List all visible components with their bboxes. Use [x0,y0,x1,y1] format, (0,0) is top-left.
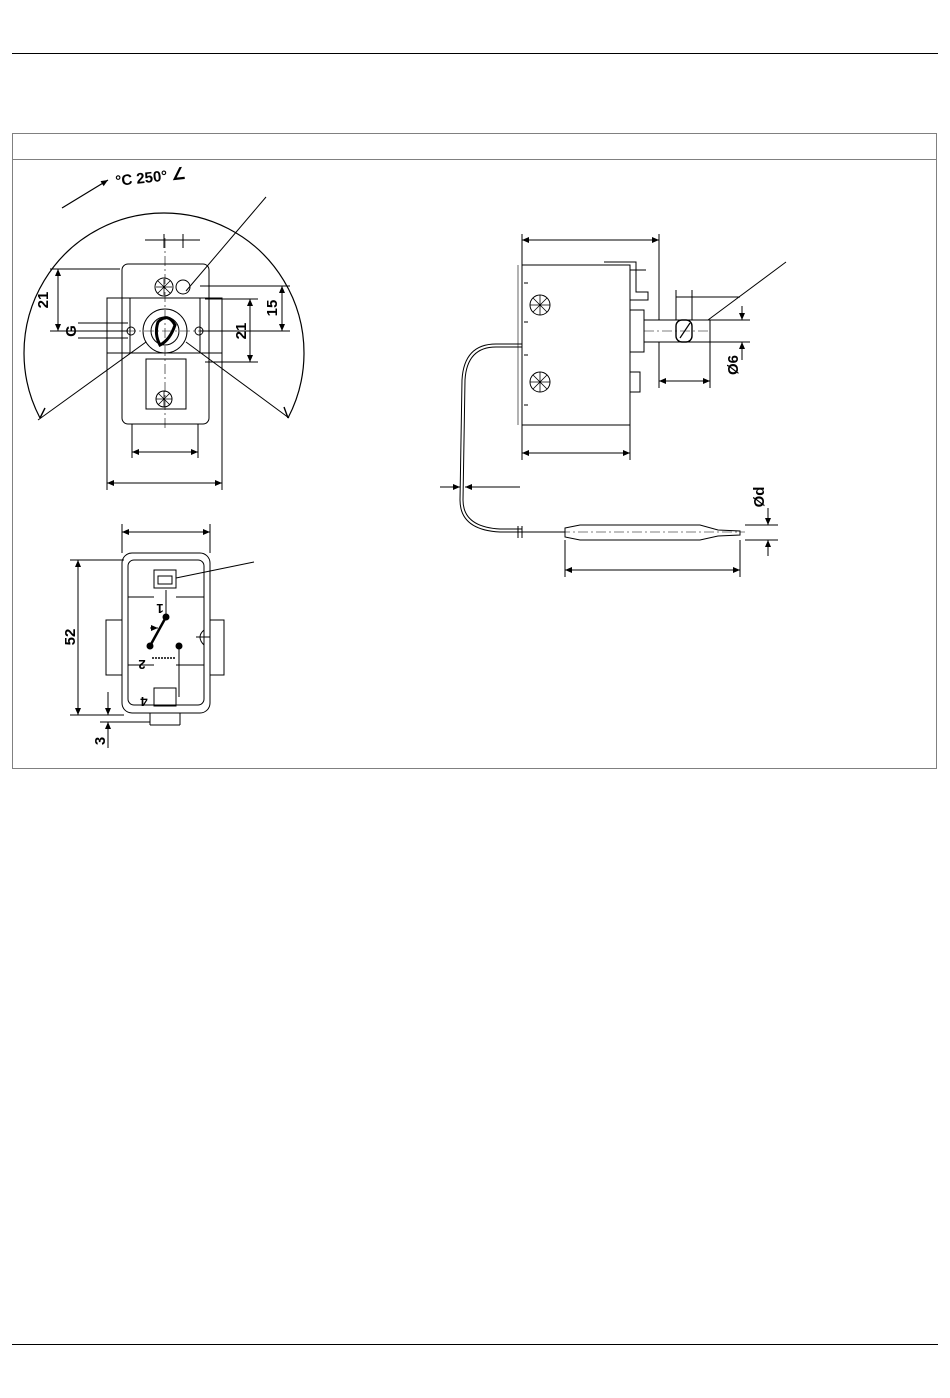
terminal-4-label: 4 [140,694,148,709]
terminal-bottom [154,688,176,706]
side-view [440,234,786,577]
dim-15: 15 [264,300,281,317]
terminal-top [154,570,176,588]
dim-d6: Ø6 [725,355,742,375]
back-view [70,524,254,748]
terminal-2-label: 2 [138,657,145,672]
switch-contact [150,617,166,646]
back-body [122,553,210,713]
side-body [522,265,630,425]
dim-3: 3 [92,737,109,745]
temp-range-label: °C 250° [115,168,169,190]
terminal-1-label: 1 [156,601,163,616]
angle-symbol: ∠ [171,166,187,184]
dim-21-right: 21 [233,323,250,340]
dim-52: 52 [62,629,79,646]
rotation-arrow [62,180,108,208]
dim-g: G [63,325,80,337]
shaft-flat [156,318,175,345]
capillary-tube [460,344,522,532]
dim-21-left: 21 [35,292,52,309]
dim-dd: Ød [751,487,768,508]
probe-bulb [565,525,740,540]
